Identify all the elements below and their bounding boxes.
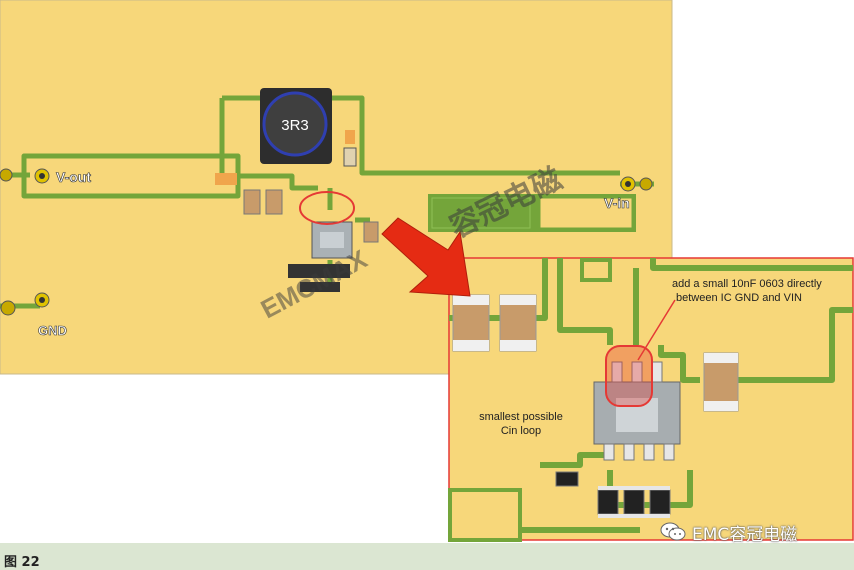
figure-caption: 图 22 [4,555,40,570]
gnd-label: GND [38,323,67,338]
cap-pair-left-2 [265,189,283,215]
cap-small-2 [363,221,379,243]
wechat-icon [660,522,686,541]
loop-line-1: smallest possible [479,411,563,423]
dark-parts-row [288,264,350,278]
connector-gnd [0,292,50,316]
watermark-bottom-right-text: EMC容冠电磁 [692,524,798,545]
ic-inset-pins [603,361,675,461]
cap-small-1 [343,147,357,167]
highlight-cap-10nf [605,345,653,407]
caption-bar [0,543,854,570]
note-line-1: add a small 10nF 0603 directly [672,278,822,290]
watermark-bottom-right: EMC容冠电磁 [660,520,798,545]
zoom-arrow [381,217,471,297]
connector-vout [0,168,50,184]
loop-line-2: Cin loop [501,425,541,437]
highlight-circle-small [299,191,355,225]
vin-label: V-in [604,195,630,211]
connector-vin [620,176,653,192]
note-line-2: between IC GND and VIN [676,292,802,304]
orange-pad-1 [215,173,237,185]
dark-parts-inset [555,471,671,518]
note-pointer [637,299,676,361]
vout-label: V-out [56,169,91,185]
orange-pad-2 [345,130,355,144]
cap-pair-left-1 [243,189,261,215]
inductor-label: 3R3 [281,117,309,134]
